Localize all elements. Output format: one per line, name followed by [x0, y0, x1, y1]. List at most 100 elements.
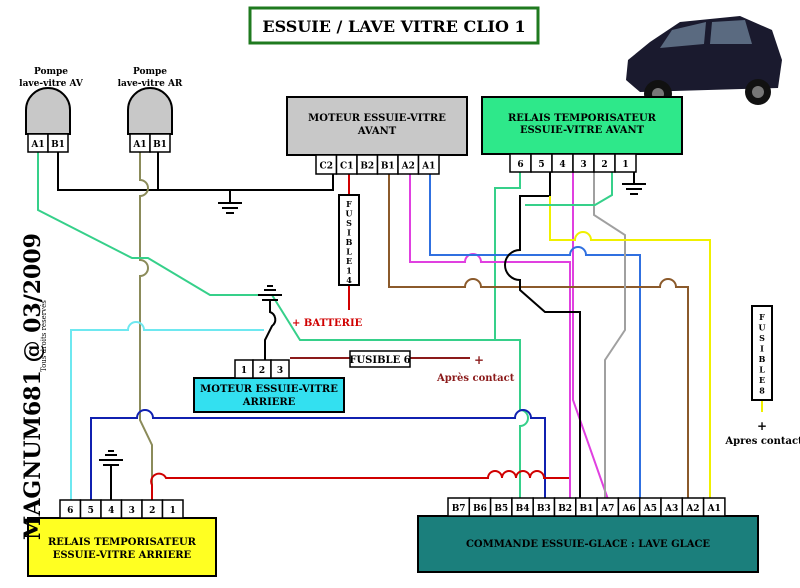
pump-ar-pin: B1 [153, 140, 167, 150]
rights-note: Tous droits réservés [40, 300, 48, 372]
wire-yellow [549, 196, 711, 505]
pump-ar-pin: A1 [132, 140, 146, 150]
commande-pin: A7 [600, 504, 614, 514]
batterie-label: + BATTERIE [292, 318, 363, 329]
relay-rear-pin: 5 [88, 506, 94, 516]
fuse-8-apc: Apres contact [724, 436, 800, 447]
commande-pin: B1 [580, 504, 594, 514]
wire-cyan [70, 321, 264, 500]
relay-front-pin: 2 [601, 160, 607, 170]
ground-icon [622, 183, 646, 195]
relay-front [481, 96, 683, 155]
commande-pin: A5 [643, 504, 657, 514]
pump-av-label1: Pompe [34, 67, 68, 77]
motor-rear-pin-cell [270, 359, 290, 379]
relay-rear-line1: RELAIS TEMPORISATEUR [48, 537, 197, 548]
fuse-14-char: B [346, 237, 353, 247]
motor-front-pin: C1 [340, 162, 353, 172]
pump-ar-label1: Pompe [133, 67, 167, 77]
fuse-6-plus: + [474, 353, 484, 367]
fuse-14-char: E [346, 256, 352, 266]
fuse-6 [349, 350, 411, 368]
commande-pin: B3 [537, 504, 551, 514]
pump-av [25, 87, 71, 135]
ground-icon [218, 202, 242, 214]
car-picture [620, 2, 796, 120]
fuse-14-char: S [346, 218, 352, 228]
wire-blue-b4 [90, 409, 546, 505]
relay-front-pin: 5 [538, 160, 544, 170]
commande-pin: B2 [558, 504, 572, 514]
wire-green-relay6 [494, 172, 521, 340]
pump-ar-label2: lave-vitre AR [118, 79, 183, 89]
relay-rear-line2: ESSUIE-VITRE ARRIERE [53, 550, 192, 561]
motor-front-pin: A1 [421, 162, 435, 172]
watermark: MAGNUM681 @ 03/2009 [20, 233, 46, 540]
motor-front-line1: MOTEUR ESSUIE-VITRE [308, 113, 446, 124]
motor-front-pin: B1 [381, 162, 395, 172]
ground-icon [99, 450, 123, 466]
fuse-14-char: 4 [346, 275, 352, 285]
motor-rear-line1: MOTEUR ESSUIE-VITRE [200, 384, 338, 395]
commande-pin: B4 [516, 504, 530, 514]
commande-pin: A2 [685, 504, 699, 514]
fuse-8-char: U [759, 323, 766, 333]
motor-front-line2: AVANT [357, 126, 397, 137]
pump-ar [127, 87, 173, 135]
fuse-14 [338, 194, 360, 286]
fuse-8-char: 8 [759, 386, 765, 396]
relay-front-pin: 4 [559, 160, 565, 170]
relay-rear-pin: 2 [149, 506, 155, 516]
commande-pin: B7 [452, 504, 466, 514]
wire-green [37, 152, 529, 505]
motor-front-pin: C2 [320, 162, 333, 172]
wire-gray [593, 172, 626, 505]
relay-rear [27, 517, 217, 577]
relay-front-pin: 1 [622, 160, 628, 170]
wire-green-relay2 [525, 172, 613, 206]
wire-blue-a1 [429, 172, 641, 505]
title: ESSUIE / LAVE VITRE CLIO 1 [262, 17, 525, 36]
motor-front-pin: B2 [360, 162, 374, 172]
wire-olive [139, 152, 153, 500]
relay-rear-pin: 4 [108, 506, 114, 516]
relay-front-pin: 3 [580, 160, 586, 170]
wire-brown-b1 [388, 172, 689, 505]
relay-front-pin: 6 [517, 160, 523, 170]
relay-rear-pin: 1 [170, 506, 176, 516]
motor-front [286, 96, 468, 156]
fuse-14-char: F [346, 199, 352, 209]
commande-pin: B6 [473, 504, 487, 514]
commande-pin: A3 [664, 504, 678, 514]
pump-av-pin: B1 [51, 140, 65, 150]
commande-pin: B5 [494, 504, 508, 514]
wire-red-rear [150, 470, 571, 505]
motor-rear-pin: 2 [259, 366, 265, 376]
commande-pin-cell [702, 497, 726, 517]
relay-front-line1: RELAIS TEMPORISATEUR [508, 113, 657, 124]
wire-rear-motor-ground [264, 300, 277, 360]
fuse-6-label: FUSIBLE 6 [349, 355, 410, 366]
commande-pin: A6 [621, 504, 635, 514]
fuse-8-char: F [759, 312, 765, 322]
motor-front-pin-cell [417, 154, 440, 175]
commande-pin: A1 [707, 504, 721, 514]
pump-av-label2: lave-vitre AV [19, 79, 84, 89]
fuse-8-char: S [759, 333, 765, 343]
relay-rear-pin-cell [161, 499, 184, 519]
pump-av-pin: A1 [30, 140, 44, 150]
wire-black-relay5 [504, 172, 581, 505]
commande-label: COMMANDE ESSUIE-GLACE : LAVE GLACE [466, 539, 710, 550]
fuse-8-char: I [760, 344, 764, 354]
motor-rear-pin: 3 [277, 366, 283, 376]
relay-front-line2: ESSUIE-VITRE AVANT [520, 125, 645, 136]
motor-front-pin: A2 [401, 162, 415, 172]
fuse-8 [751, 305, 773, 401]
fuse-14-char: U [346, 209, 353, 219]
title-box [248, 6, 540, 45]
ground-icon [258, 285, 282, 301]
motor-rear-line2: ARRIERE [242, 397, 296, 408]
fuse-14-char: I [347, 228, 351, 238]
wire-ground-bus [57, 152, 334, 191]
